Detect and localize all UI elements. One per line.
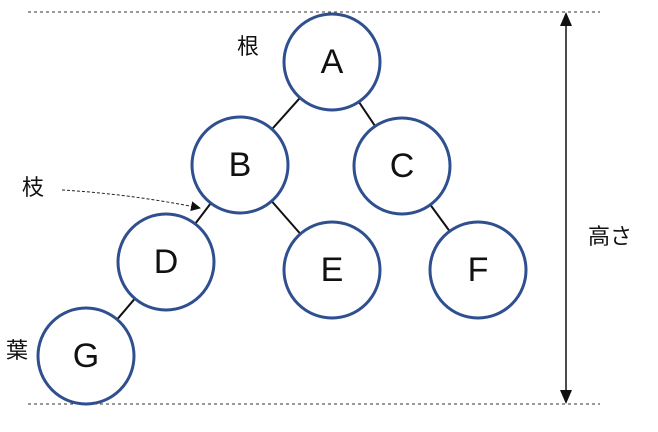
leaf-label: 葉	[6, 339, 28, 364]
height-arrow-top-head	[560, 12, 572, 26]
edge-B-D	[194, 202, 212, 225]
root-label: 根	[237, 35, 259, 60]
node-label-A: A	[321, 43, 344, 81]
node-label-G: G	[73, 337, 99, 375]
node-circle-B	[190, 115, 290, 215]
branch-label: 枝	[22, 176, 44, 201]
node-label-E: E	[321, 251, 344, 289]
nodes: A B C D E F G	[36, 12, 528, 406]
node-circle-F	[428, 220, 528, 320]
node-label-C: C	[390, 147, 415, 185]
edge-C-F	[429, 204, 451, 232]
node-A: A	[282, 12, 382, 112]
node-D: D	[116, 212, 216, 312]
node-circle-G	[36, 306, 136, 406]
node-circle-A	[282, 12, 382, 112]
edge-D-G	[116, 297, 136, 321]
node-C: C	[352, 116, 452, 216]
node-circle-C	[352, 116, 452, 216]
edge-A-C	[357, 101, 377, 127]
node-circle-D	[116, 212, 216, 312]
node-circle-E	[282, 220, 382, 320]
height-arrow-bottom-head	[560, 390, 572, 404]
height-label: 高さ	[588, 225, 632, 250]
node-label-F: F	[468, 251, 489, 289]
node-F: F	[428, 220, 528, 320]
edge-A-B	[271, 97, 301, 130]
node-label-B: B	[229, 146, 252, 184]
node-G: G	[36, 306, 136, 406]
branch-pointer-arrow	[61, 189, 201, 212]
node-E: E	[282, 220, 382, 320]
edges	[116, 97, 451, 321]
edge-B-E	[270, 200, 302, 235]
node-B: B	[190, 115, 290, 215]
node-label-D: D	[154, 243, 179, 281]
